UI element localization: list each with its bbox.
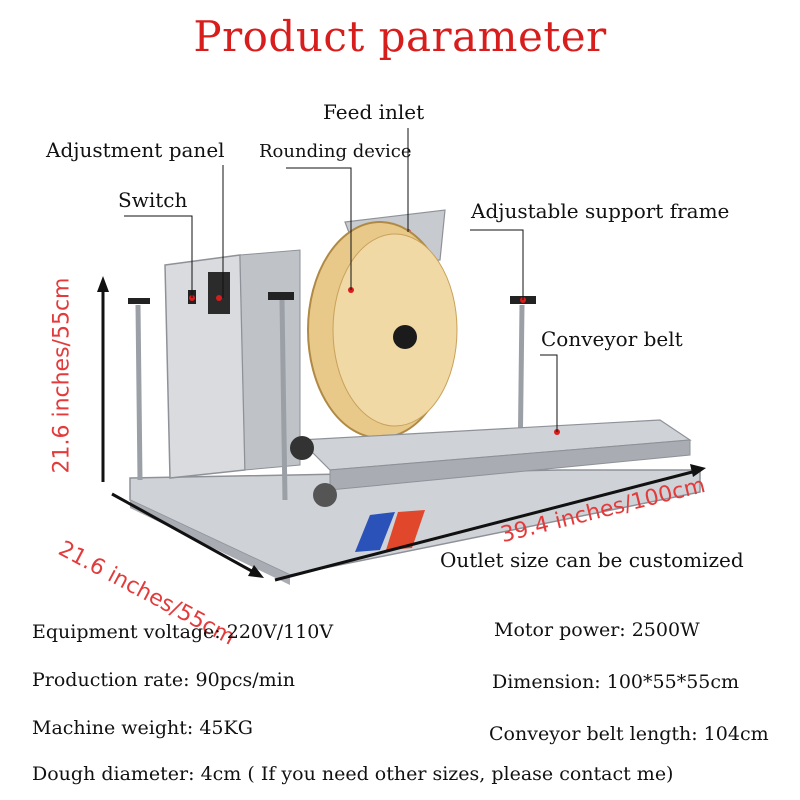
base-decal-blue (355, 512, 395, 552)
conveyor-belt-side (329, 439, 691, 491)
spec-voltage: Equipment voltage: 220V/110V (32, 621, 334, 643)
support-rod-middle (279, 299, 288, 501)
machine-base-edge (130, 500, 290, 585)
conveyor-belt-label: Conveyor belt (541, 327, 683, 351)
spec-motor-power: Motor power: 2500W (494, 619, 700, 641)
height-arrowhead (97, 276, 109, 292)
spec-belt-length: Conveyor belt length: 104cm (489, 723, 769, 745)
adjustment-panel-label: Adjustment panel (46, 138, 225, 162)
switch-label: Switch (118, 188, 188, 212)
rounding-device-label: Rounding device (259, 141, 412, 162)
panel-dot (216, 295, 222, 301)
length-arrow (274, 468, 701, 582)
rounding-wheel-face (332, 233, 458, 427)
page-title: Product parameter (193, 12, 607, 61)
outlet-note: Outlet size can be customized (440, 548, 744, 572)
switch-line (124, 215, 193, 298)
machine-body-front (239, 249, 301, 471)
height-dimension: 21.6 inches/55cm (49, 277, 75, 474)
spec-production-rate: Production rate: 90pcs/min (32, 669, 295, 691)
feed-inlet-label: Feed inlet (323, 100, 425, 124)
machine-body-side (164, 254, 246, 479)
depth-arrowhead (248, 565, 264, 578)
support-rod-left (135, 304, 143, 481)
rod-knob-left (128, 298, 150, 304)
spec-dimension: Dimension: 100*55*55cm (492, 671, 740, 693)
spec-dough-diameter: Dough diameter: 4cm ( If you need other … (32, 763, 674, 785)
adjustable-support-frame-label: Adjustable support frame (471, 199, 730, 223)
conveyor-roller (313, 483, 337, 507)
adjustment-panel-shape (208, 272, 230, 314)
spec-weight: Machine weight: 45KG (32, 717, 253, 739)
base-decal-red (386, 510, 425, 550)
wheel-center-knob (393, 325, 417, 349)
conveyor-belt-line (540, 354, 558, 432)
depth-arrow (111, 492, 258, 576)
rounding-device-line (286, 167, 352, 290)
support-frame-line (470, 229, 524, 300)
rod-knob-middle (268, 292, 294, 300)
length-arrowhead (690, 464, 706, 477)
drive-gear (290, 436, 314, 460)
